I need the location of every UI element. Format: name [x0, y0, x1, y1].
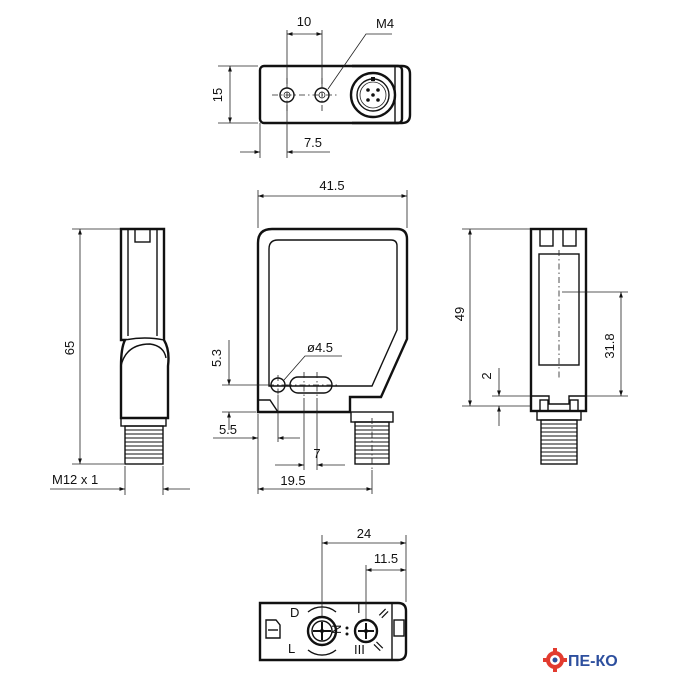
label-ii-lower: II	[371, 638, 387, 654]
dim-bottom-offset: 11.5	[374, 551, 398, 566]
top-view: 10 M4 15 7.5	[210, 14, 412, 158]
dim-hole-pitch: 10	[297, 14, 311, 29]
gear-icon	[543, 648, 567, 672]
dim-thread: M4	[376, 16, 394, 31]
left-view: 65 M12 x 1	[50, 227, 190, 495]
label-i: I	[357, 601, 361, 616]
dim-connector-thread: M12 x 1	[52, 472, 98, 487]
lens-window	[268, 239, 398, 387]
mounting-slot	[286, 372, 338, 398]
left-connector	[120, 417, 167, 465]
logo-text: ПЕ-КО	[568, 653, 618, 670]
mode-selector[interactable]	[353, 618, 379, 644]
right-view: 49 31.8 2	[452, 227, 628, 465]
connector-face	[349, 71, 397, 119]
dim-slot: 7	[313, 446, 320, 461]
bottom-view-body	[258, 601, 408, 662]
bottom-view: D L N I II III II 24	[258, 526, 408, 662]
dim-left-height: 65	[62, 341, 77, 355]
dim-front-width: 41.5	[319, 178, 344, 193]
dim-hole-x: 5.5	[219, 422, 237, 437]
sensitivity-potentiometer[interactable]	[306, 606, 338, 656]
dim-bottom-width: 24	[357, 526, 371, 541]
label-n: N	[329, 625, 344, 634]
dim-hole-diameter: ø4.5	[307, 340, 333, 355]
front-view: 41.5 ø4.5 5.3 5.5 7 19.5	[209, 178, 409, 494]
right-connector	[536, 410, 582, 465]
label-l: L	[288, 641, 295, 656]
dim-base: 2	[479, 372, 494, 379]
mounting-hole-front	[268, 375, 288, 395]
dim-hole-height: 5.3	[209, 349, 224, 367]
front-connector	[350, 411, 394, 470]
front-view-body	[256, 227, 409, 414]
label-ii: II	[376, 606, 392, 622]
dim-top-offset: 7.5	[304, 135, 322, 150]
label-iii: III	[354, 642, 365, 657]
dim-optical-axis: 31.8	[602, 333, 617, 358]
label-d: D	[290, 605, 299, 620]
dim-connector-offset: 19.5	[280, 473, 305, 488]
dim-top-height: 15	[210, 88, 225, 102]
dim-right-height: 49	[452, 307, 467, 321]
brand-logo: ПЕ-КО	[543, 648, 618, 672]
